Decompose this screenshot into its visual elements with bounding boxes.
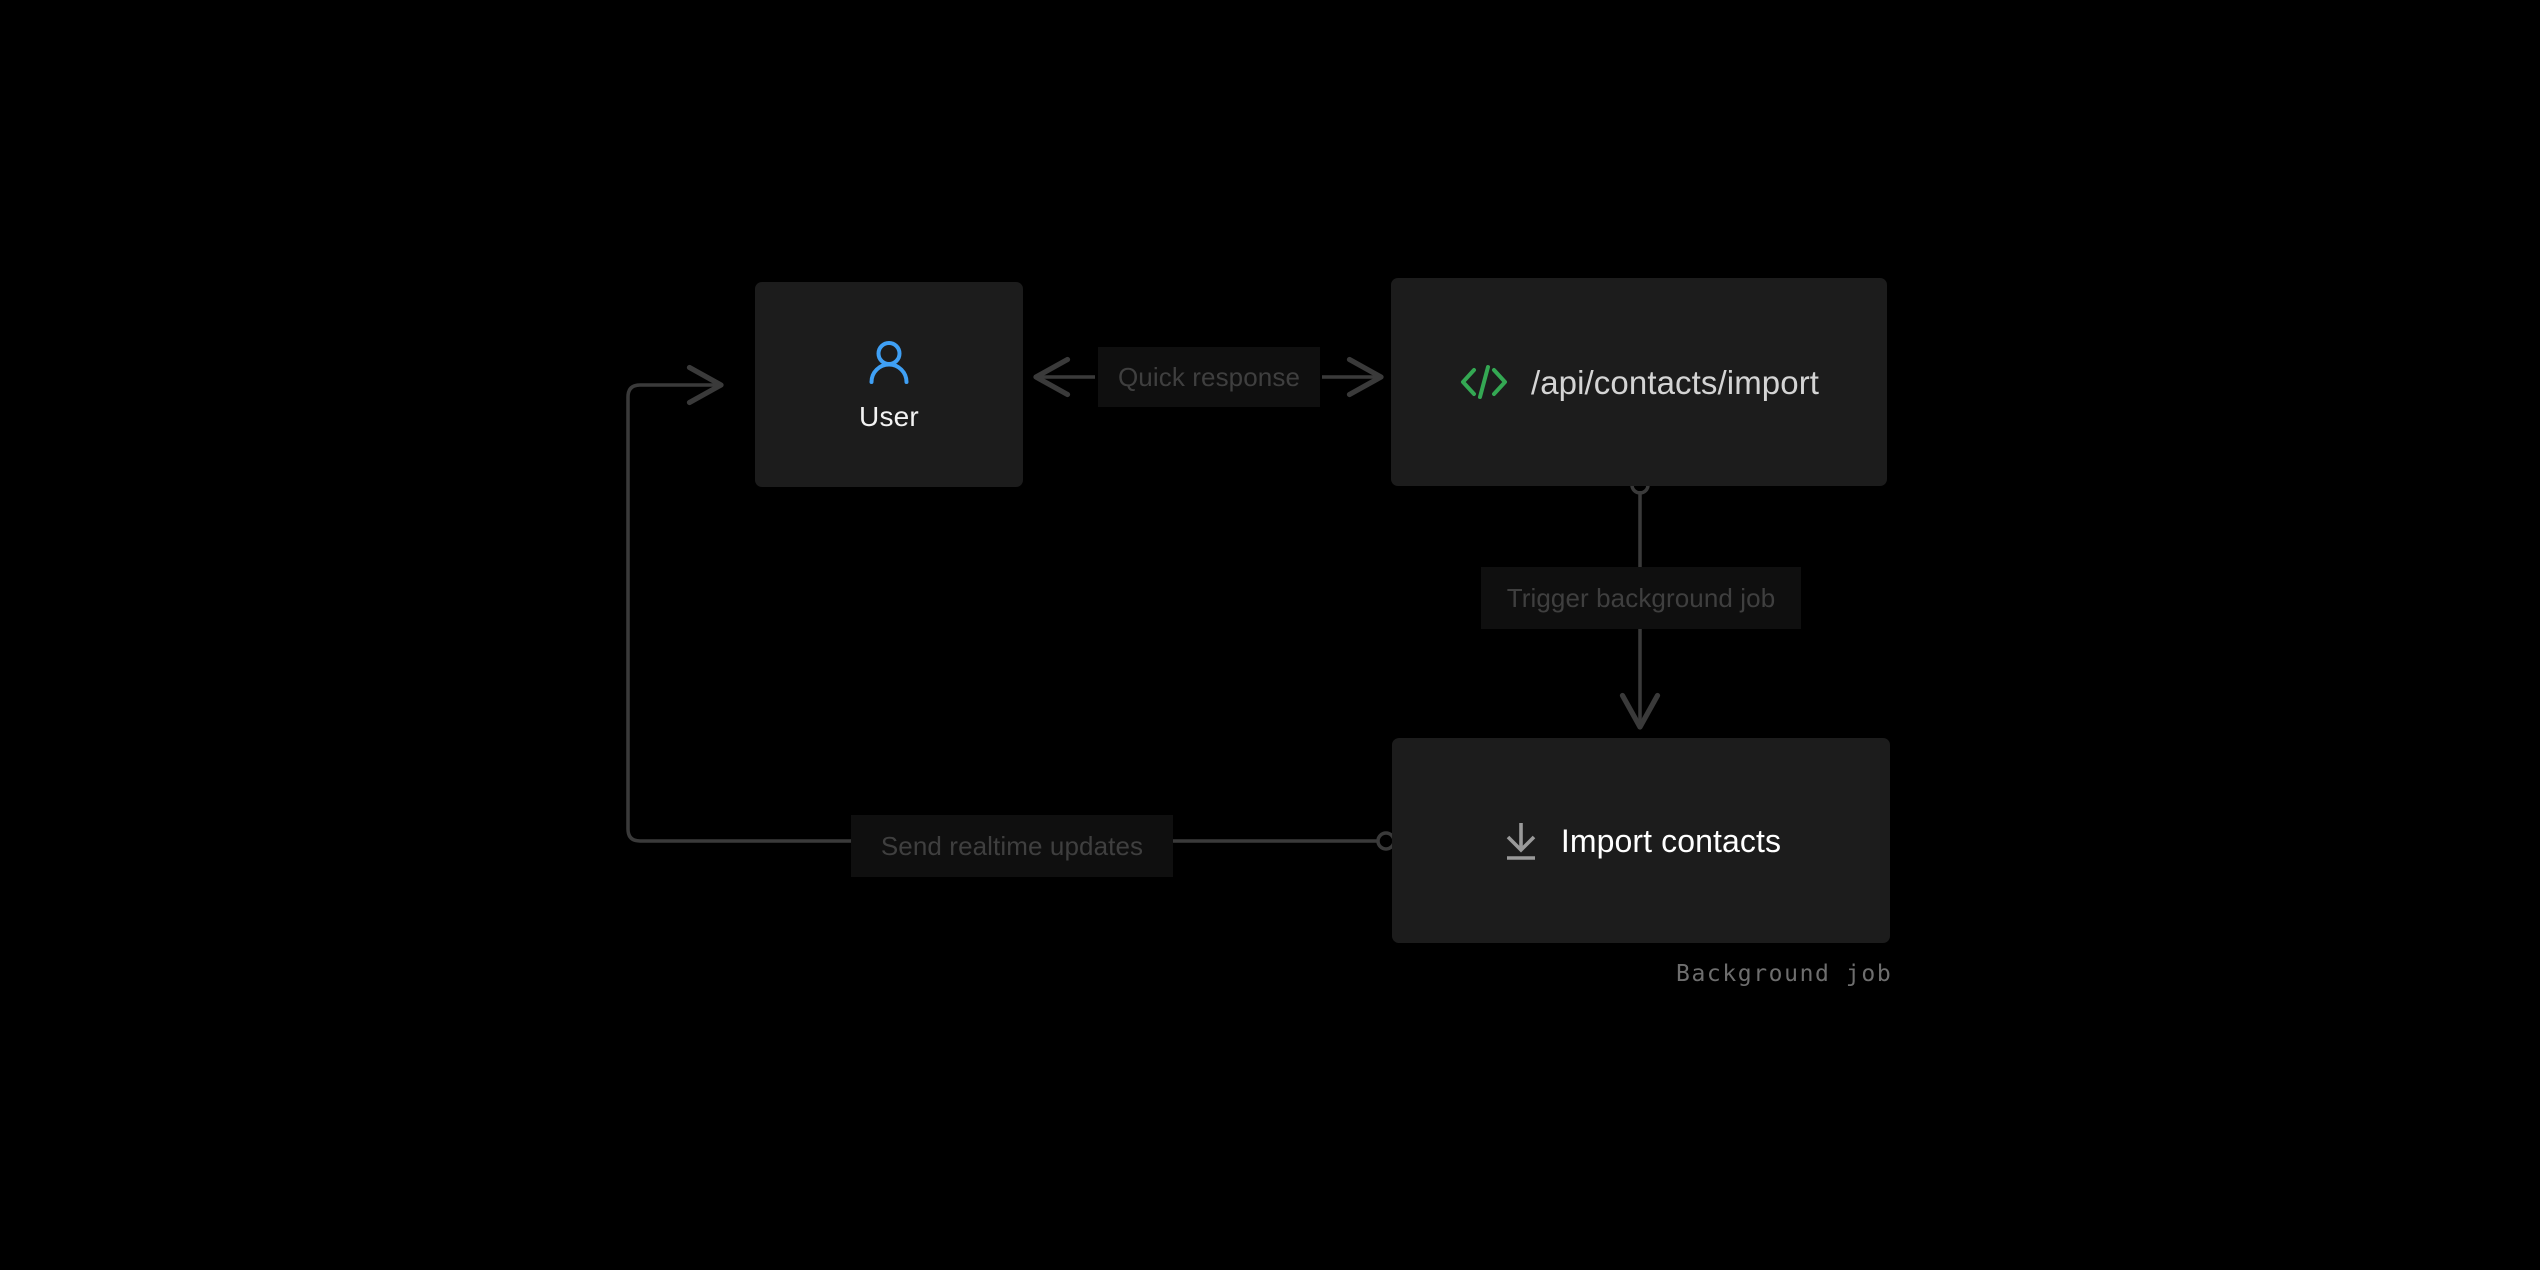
edge-label-send-realtime-updates: Send realtime updates [851, 815, 1173, 877]
user-icon [867, 339, 911, 387]
node-api-endpoint-label: /api/contacts/import [1530, 363, 1820, 401]
download-icon [1501, 819, 1541, 863]
node-import-contacts-label: Import contacts [1560, 822, 1782, 859]
edge-label-quick-response: Quick response [1098, 347, 1320, 407]
node-user[interactable]: User [755, 282, 1023, 487]
edge-label-trigger-background-job: Trigger background job [1481, 567, 1801, 629]
node-import-contacts[interactable]: Import contacts [1392, 738, 1890, 943]
code-brackets-icon [1459, 362, 1509, 402]
node-api-endpoint[interactable]: /api/contacts/import [1391, 278, 1887, 486]
node-caption-background-job: Background job [1676, 961, 1893, 987]
node-user-label: User [859, 400, 919, 432]
